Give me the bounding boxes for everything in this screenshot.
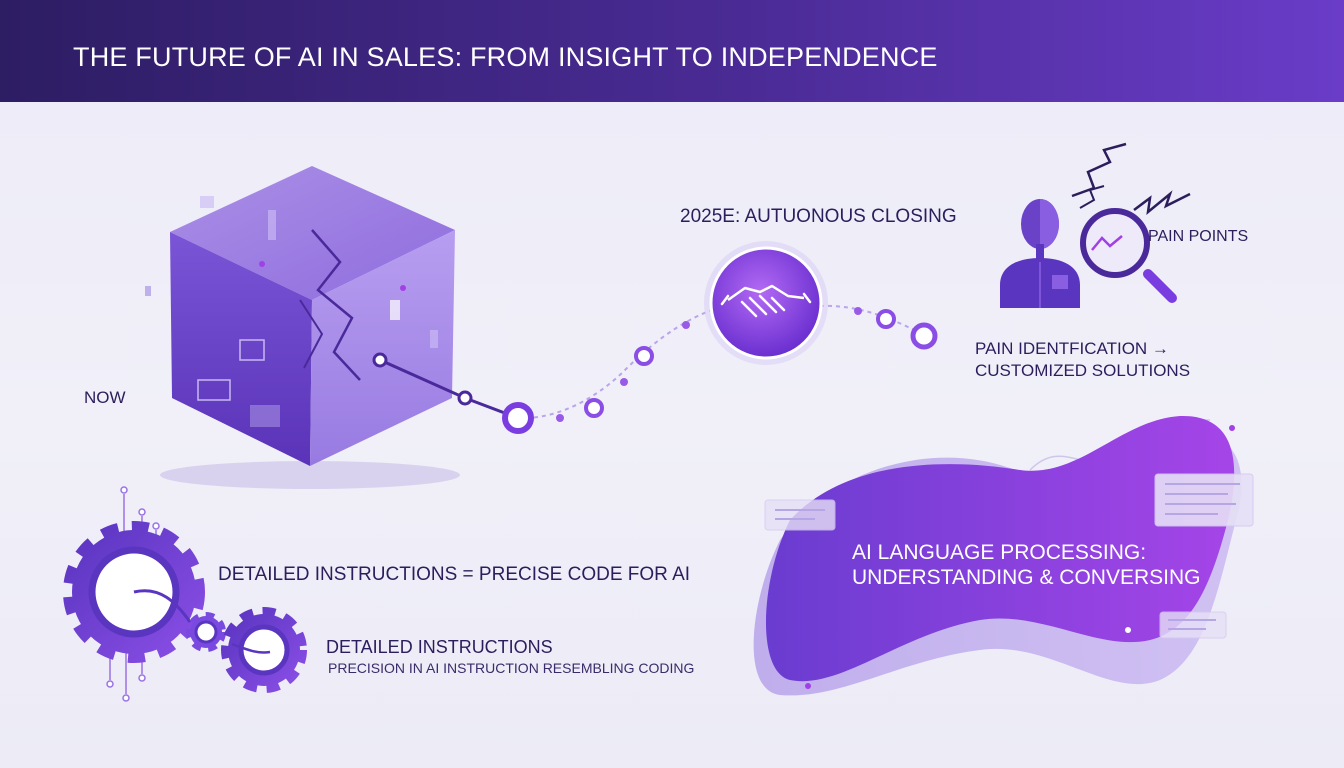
pain-caption-line2: CUSTOMIZED SOLUTIONS	[975, 361, 1191, 380]
circuit-nodes	[106, 486, 160, 702]
timeline-path	[372, 304, 938, 434]
instructions-equation: DETAILED INSTRUCTIONS = PRECISE CODE FOR…	[218, 564, 691, 585]
person-icon	[1000, 199, 1080, 308]
medium-gear-icon	[221, 607, 307, 693]
cube-shadow	[160, 461, 460, 489]
magnifier-icon	[1080, 208, 1177, 303]
large-gear-icon	[63, 521, 205, 663]
page-title: THE FUTURE OF AI IN SALES: FROM INSIGHT …	[73, 42, 938, 72]
pain-identification-caption: PAIN IDENTFICATION → CUSTOMIZED SOLUTION…	[975, 338, 1190, 382]
language-line1: AI LANGUAGE PROCESSING:	[852, 541, 1147, 564]
pain-caption-line1: PAIN IDENTFICATION →	[975, 339, 1169, 358]
milestone-label: 2025E: AUTUONOUS CLOSING	[680, 206, 957, 227]
instructions-subtitle: PRECISION IN AI INSTRUCTION RESEMBLING C…	[328, 660, 695, 676]
language-wave	[753, 415, 1254, 696]
handshake-icon	[704, 241, 828, 365]
pain-points-label: PAIN POINTS	[1148, 228, 1249, 245]
cube-icon	[145, 166, 455, 466]
header-banner: THE FUTURE OF AI IN SALES: FROM INSIGHT …	[0, 0, 1344, 102]
now-label: NOW	[84, 388, 126, 407]
instructions-title: DETAILED INSTRUCTIONS	[326, 637, 553, 657]
small-gear-icon	[186, 612, 226, 652]
lightning-icon	[1071, 142, 1191, 215]
language-line2: UNDERSTANDING & CONVERSING	[852, 566, 1201, 589]
language-processing-label: AI LANGUAGE PROCESSING: UNDERSTANDING & …	[852, 540, 1200, 590]
